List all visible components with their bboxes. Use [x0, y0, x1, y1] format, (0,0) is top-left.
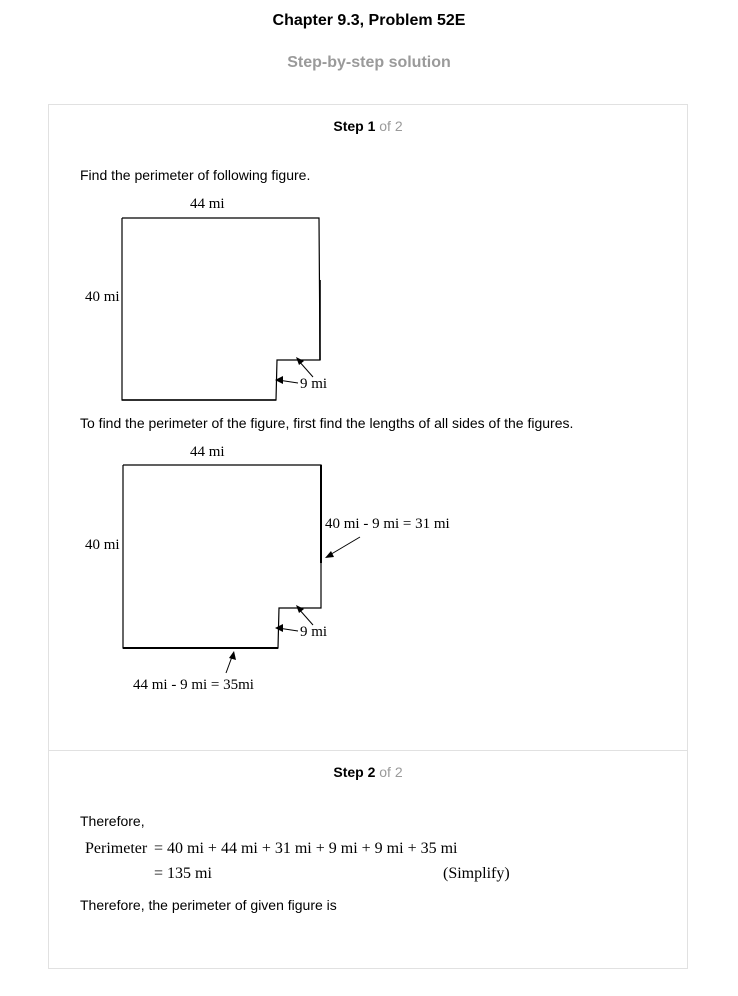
figure-2-right-label: 40 mi - 9 mi = 31 mi: [325, 516, 450, 532]
step-2-conclusion: Therefore, the perimeter of given figure…: [80, 897, 337, 913]
figure-1-left-label: 40 mi: [85, 289, 120, 305]
step-divider: [48, 750, 688, 751]
step-1-label: Step 1: [333, 118, 376, 134]
step-1-explanation: To find the perimeter of the figure, fir…: [80, 415, 574, 431]
figure-1-arrowhead-side: [275, 376, 283, 384]
figure-2-outline: [122, 464, 322, 649]
step-2-header: Step 2 of 2: [48, 764, 688, 780]
figure-2-arrowhead-side: [275, 624, 283, 632]
step-2-label: Step 2: [333, 764, 376, 780]
figure-2-left-label: 40 mi: [85, 537, 120, 553]
figure-2-arrowhead-bottom: [229, 651, 236, 660]
step-1-header: Step 1 of 2: [48, 118, 688, 134]
figure-2-bottom-label: 44 mi - 9 mi = 35mi: [133, 677, 254, 693]
step-1-intro: Find the perimeter of following figure.: [80, 167, 311, 183]
figure-1-outline: [121, 217, 321, 401]
perimeter-equation-line-2: = 135 mi: [154, 865, 212, 882]
step-2-count: of 2: [379, 764, 403, 780]
figure-2-arrowhead-right: [325, 551, 334, 558]
perimeter-equation-line-1: = 40 mi + 44 mi + 31 mi + 9 mi + 9 mi + …: [154, 840, 458, 857]
step-1-count: of 2: [379, 118, 403, 134]
perimeter-label: Perimeter: [85, 840, 148, 857]
step-2-therefore: Therefore,: [80, 813, 145, 829]
figure-2-notch-label: 9 mi: [300, 624, 327, 640]
page-subtitle: Step-by-step solution: [287, 54, 451, 71]
page-title: Chapter 9.3, Problem 52E: [272, 12, 466, 29]
figure-1-arrowhead-top: [296, 357, 304, 365]
figure-2: 44 mi 40 mi 40 mi - 9 mi = 31 mi 9 mi 44…: [85, 444, 450, 693]
solution-card: [48, 104, 688, 969]
figure-1-top-label: 44 mi: [190, 196, 225, 212]
figure-1: 44 mi 40 mi 9 mi: [85, 196, 327, 401]
figure-2-arrow-right: [327, 536, 361, 557]
figure-2-arrowhead-top: [296, 605, 304, 613]
simplify-note: (Simplify): [443, 865, 510, 882]
figure-2-top-label: 44 mi: [190, 444, 225, 460]
figure-1-notch-label: 9 mi: [300, 376, 327, 392]
